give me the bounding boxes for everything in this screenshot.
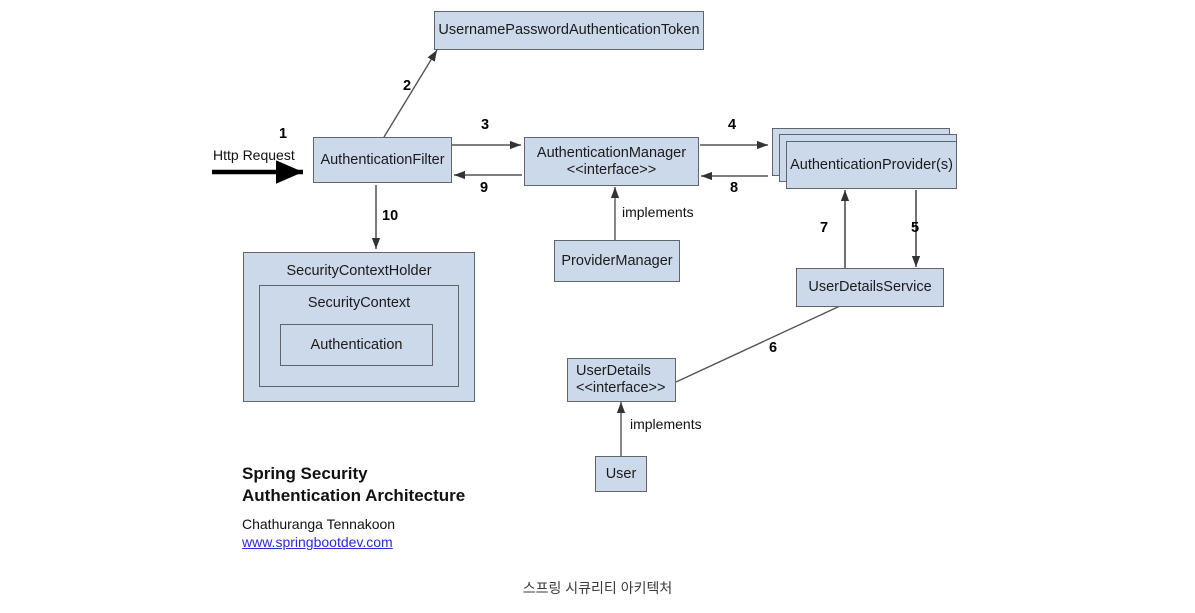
step-number-4: 4 (728, 117, 737, 133)
node-stereotype: <<interface>> (566, 161, 657, 178)
diagram-title-line-2: Authentication Architecture (242, 486, 466, 505)
node-provider-manager[interactable]: ProviderManager (554, 240, 680, 282)
security-context-holder-label: SecurityContextHolder (286, 263, 432, 279)
image-caption: 스프링 시큐리티 아키텍처 (522, 580, 673, 596)
authentication-label: Authentication (310, 337, 403, 353)
step-number-3: 3 (481, 117, 490, 133)
diagram-author: Chathuranga Tennakoon (242, 516, 396, 532)
step-number-9: 9 (480, 180, 489, 196)
label-implements-provider-manager: implements (622, 204, 694, 220)
node-user-details[interactable]: UserDetails <<interface>> (567, 358, 676, 402)
step-number-2: 2 (403, 78, 412, 94)
node-stereotype: <<interface>> (576, 380, 666, 396)
diagram-title-line-1: Spring Security (242, 464, 368, 483)
node-authentication-manager[interactable]: AuthenticationManager <<interface>> (524, 137, 699, 186)
step-number-7: 7 (820, 220, 829, 236)
node-label: AuthenticationProvider(s) (790, 156, 953, 173)
node-label: UserDetails (576, 363, 651, 379)
node-label: AuthenticationFilter (320, 151, 445, 168)
node-label: User (605, 465, 637, 482)
edge-userdetails-to-userdetailsservice (675, 305, 841, 383)
label-http-request: Http Request (213, 147, 295, 163)
node-label: AuthenticationManager (536, 144, 687, 161)
step-number-1: 1 (279, 126, 288, 142)
node-label: UserDetailsService (808, 279, 932, 295)
node-user-details-service[interactable]: UserDetailsService (796, 268, 944, 307)
diagram-website-link[interactable]: www.springbootdev.com (242, 534, 393, 550)
node-authentication-filter[interactable]: AuthenticationFilter (313, 137, 452, 183)
step-number-8: 8 (730, 180, 739, 196)
security-context-label: SecurityContext (307, 295, 411, 311)
step-number-5: 5 (911, 220, 920, 236)
node-user[interactable]: User (595, 456, 647, 492)
step-number-10: 10 (382, 208, 399, 224)
node-label: UsernamePasswordAuthenticationToken (438, 22, 700, 38)
node-username-password-authentication-token[interactable]: UsernamePasswordAuthenticationToken (434, 11, 704, 50)
node-authentication-provider[interactable]: AuthenticationProvider(s) (786, 141, 957, 189)
step-number-6: 6 (769, 340, 778, 356)
node-authentication[interactable]: Authentication (280, 324, 433, 366)
label-implements-user-details: implements (630, 416, 702, 432)
node-label: ProviderManager (561, 252, 673, 269)
